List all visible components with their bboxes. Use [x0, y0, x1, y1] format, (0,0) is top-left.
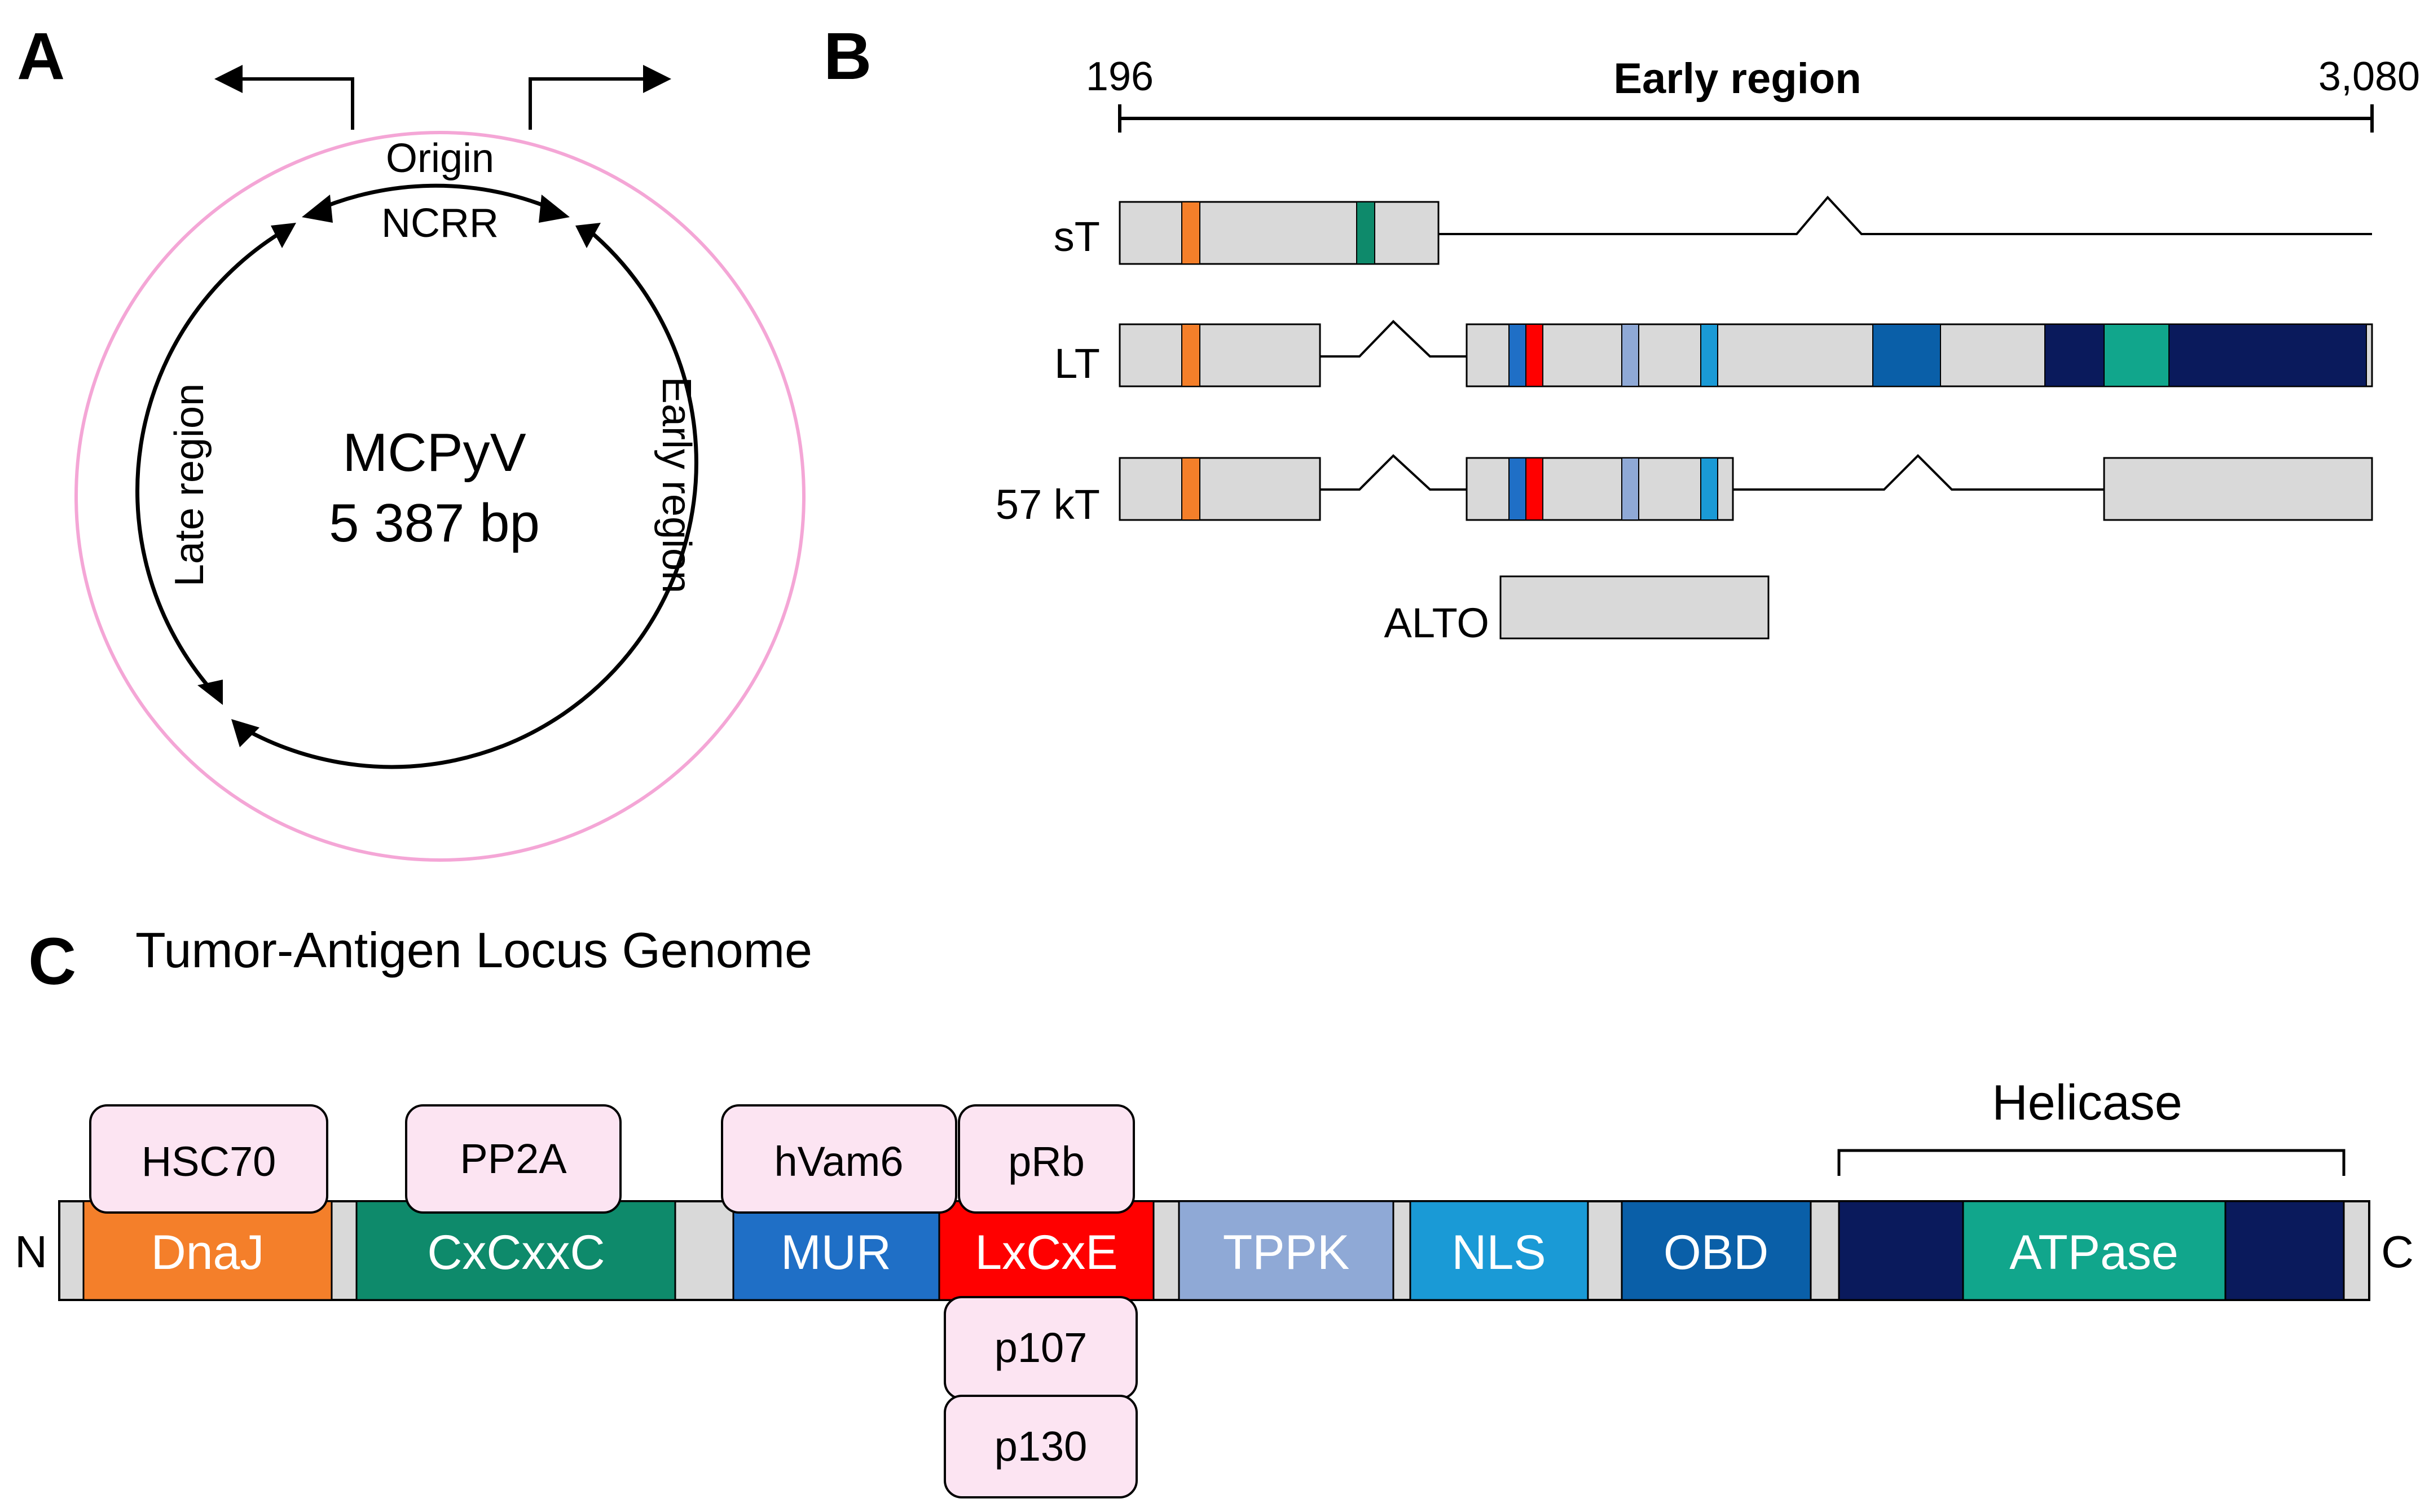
st-cxcxxc-mark — [1356, 201, 1375, 265]
n-terminus: N — [15, 1227, 47, 1277]
domain-dnaj — [82, 1200, 333, 1301]
57kt-exon-2 — [1466, 457, 1734, 521]
domain-atpase — [1962, 1200, 2226, 1301]
st-dnaj-mark — [1181, 201, 1200, 265]
panel-b-letter: B — [824, 19, 872, 94]
partner-hsc70-label: HSC70 — [142, 1138, 276, 1185]
transcript-label-st: sT — [1054, 213, 1100, 260]
partner-prb-label: pRb — [1008, 1138, 1085, 1185]
ncrr-arc — [312, 183, 560, 214]
transcript-label-alto: ALTO — [1384, 599, 1489, 646]
origin-label: Origin — [386, 136, 494, 181]
partner-pp2a — [405, 1104, 622, 1214]
early-region-end: 3,080 — [2318, 54, 2420, 99]
st-intron — [1438, 195, 2372, 235]
57kt-intron-1 — [1320, 454, 1467, 491]
partner-pp2a-label: PP2A — [460, 1135, 567, 1182]
helicase-bracket — [1837, 1149, 2346, 1176]
57kt-tppk-mark — [1621, 457, 1639, 521]
lt-intron — [1320, 320, 1467, 358]
partner-hvam6-label: hVam6 — [775, 1138, 904, 1185]
domain-nls-label: NLS — [1451, 1226, 1546, 1280]
domain-atpase-label: ATPase — [2009, 1226, 2179, 1280]
alto-orf — [1499, 575, 1770, 640]
c-terminus: C — [2381, 1227, 2414, 1277]
late-region-arc — [135, 226, 289, 698]
57kt-exon-1 — [1119, 457, 1321, 521]
st-exon — [1119, 201, 1440, 265]
panel-b: B 196 Early region 3,080 sT LT — [824, 19, 2420, 646]
lt-nls-mark — [1700, 324, 1718, 387]
genome-size: 5 387 bp — [329, 493, 540, 553]
partner-hsc70 — [89, 1104, 328, 1214]
ncrr-label: NCRR — [381, 201, 499, 246]
domain-cxcxxc — [355, 1200, 676, 1301]
57kt-exon-3 — [2103, 457, 2373, 521]
genome-name: MCPyV — [342, 422, 526, 483]
panel-a-letter: A — [17, 19, 65, 94]
domain-tppk-label: TPPK — [1223, 1226, 1350, 1280]
partner-p107-label: p107 — [995, 1324, 1088, 1371]
panel-a: A Origin NCRR MCPyV 5 387 bp Late region… — [17, 19, 806, 862]
early-region-title: Early region — [1613, 55, 1861, 103]
partner-p130-label: p130 — [995, 1423, 1088, 1470]
lt-mur-mark — [1508, 324, 1526, 387]
helicase-label: Helicase — [1992, 1074, 2182, 1130]
domain-mur — [732, 1200, 940, 1301]
transcript-57kt: 57 kT — [996, 454, 2373, 528]
transcript-st: sT — [1054, 195, 2372, 265]
lt-tppk-mark — [1621, 324, 1639, 387]
57kt-nls-mark — [1700, 457, 1718, 521]
early-region-label: Early region — [654, 377, 699, 593]
domain-lxcxe-label: LxCxE — [975, 1226, 1117, 1280]
panel-c-title: Tumor-Antigen Locus Genome — [135, 922, 812, 978]
lt-lxcxe-mark — [1525, 324, 1543, 387]
late-region-arrowhead-bottom — [197, 680, 223, 705]
early-promoter-arrow — [529, 77, 657, 130]
domain-obd-label: OBD — [1664, 1226, 1768, 1280]
early-region-arrowhead-bottom — [231, 719, 259, 747]
transcript-label-57kt: 57 kT — [996, 481, 1100, 528]
partner-prb — [958, 1104, 1135, 1214]
57kt-dnaj-mark — [1181, 457, 1200, 521]
panel-c: C Tumor-Antigen Locus Genome Helicase N … — [15, 922, 2414, 1498]
57kt-intron-2 — [1733, 454, 2104, 491]
domain-nls — [1409, 1200, 1589, 1301]
late-promoter-arrowhead — [214, 65, 243, 93]
domain-obd — [1621, 1200, 1812, 1301]
domain-tppk — [1178, 1200, 1394, 1301]
transcript-alto: ALTO — [1384, 575, 1770, 646]
lt-exon1-dnaj-mark — [1181, 324, 1200, 387]
early-region-arrowhead-top — [575, 223, 601, 248]
early-region-start: 196 — [1086, 54, 1154, 99]
partner-p130 — [944, 1395, 1138, 1498]
genome-outer-ring — [74, 131, 806, 862]
late-region-arrowhead-top — [271, 223, 296, 248]
early-promoter-arrowhead — [643, 65, 671, 93]
early-region-arc — [236, 227, 698, 769]
57kt-lxcxe-mark — [1525, 457, 1543, 521]
domain-cxcxxc-label: CxCxxC — [427, 1226, 605, 1280]
lt-atpase-block — [2104, 324, 2170, 387]
domain-mur-label: MUR — [781, 1226, 891, 1280]
panel-c-letter: C — [28, 924, 76, 999]
ncrr-arrow-right — [539, 195, 570, 223]
lt-obd-block — [1872, 324, 1941, 387]
lt-helicase-block — [2044, 324, 2367, 387]
late-region-label: Late region — [167, 383, 212, 587]
transcript-lt: LT — [1054, 320, 2373, 387]
57kt-mur-mark — [1508, 457, 1526, 521]
lt-exon-1 — [1119, 323, 1321, 387]
domain-dnaj-label: DnaJ — [151, 1226, 265, 1280]
ncrr-arrow-left — [302, 195, 333, 223]
late-promoter-arrow — [223, 77, 354, 130]
partner-hvam6 — [721, 1104, 957, 1214]
transcript-label-lt: LT — [1054, 340, 1100, 387]
